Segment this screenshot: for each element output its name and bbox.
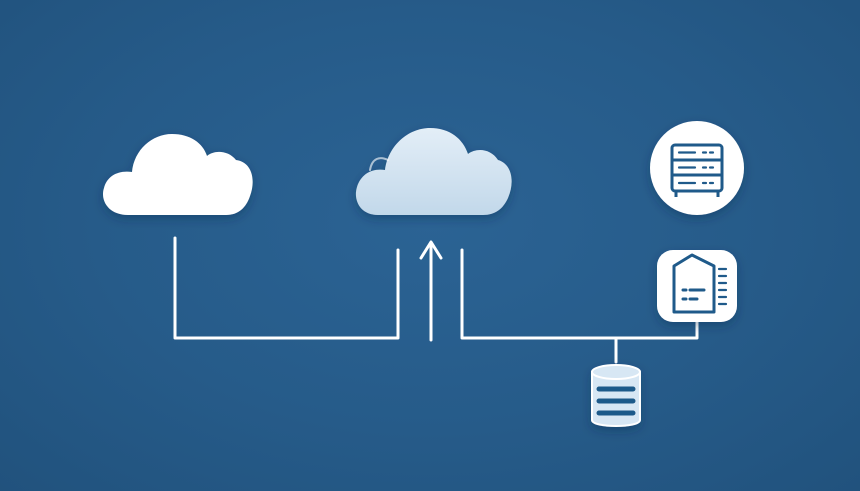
upload-arrow-head xyxy=(419,240,443,260)
cloud-left-icon xyxy=(103,134,253,215)
gateway-icon xyxy=(657,250,737,322)
connector-right-bus xyxy=(460,248,699,340)
server-rack-icon xyxy=(650,121,744,215)
cloud-center-highlight xyxy=(369,157,389,171)
connector-lines xyxy=(173,236,699,364)
cloud-center-icon xyxy=(355,128,512,215)
database-icon xyxy=(591,364,641,427)
connector-left-cloud xyxy=(173,236,400,340)
